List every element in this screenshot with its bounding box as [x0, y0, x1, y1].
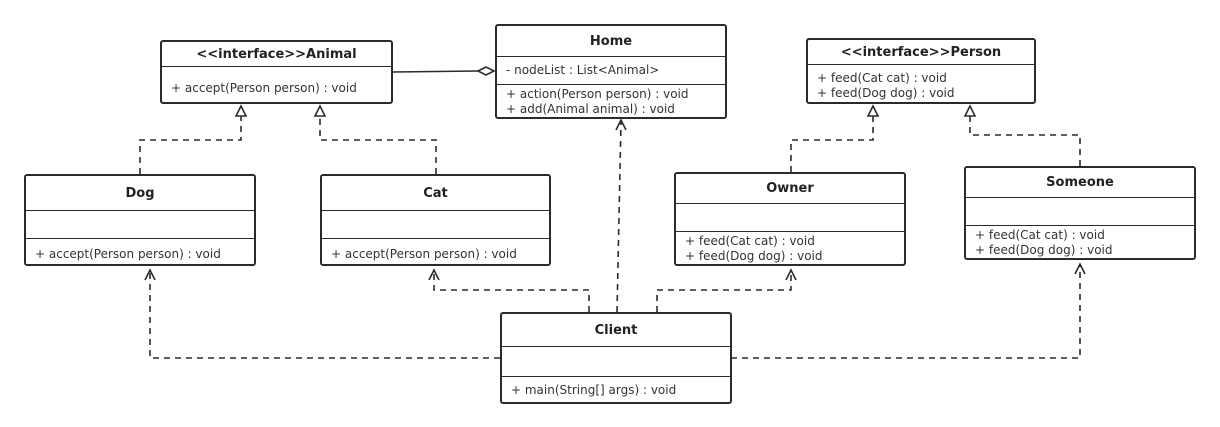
method: + add(Animal animal) : void: [506, 102, 675, 116]
dependency-client-dog: [149, 272, 500, 359]
realization-dog-animal: [139, 108, 242, 174]
methods-section: + accept(Person person) : void: [26, 238, 254, 264]
method: + accept(Person person) : void: [331, 247, 517, 261]
methods-section: + accept(Person person) : void: [162, 66, 391, 102]
aggregation-diamond: [476, 66, 496, 76]
fields-section: [322, 210, 549, 238]
method: + main(String[] args) : void: [511, 383, 677, 397]
dependency-client-home: [616, 121, 622, 313]
aggregation-home-animal: [392, 70, 479, 73]
methods-section: + main(String[] args) : void: [502, 376, 730, 402]
class-dog[interactable]: Dog + accept(Person person) : void: [24, 174, 256, 266]
method: + feed(Cat cat) : void: [975, 228, 1105, 242]
dependency-client-someone: [731, 266, 1081, 359]
dependency-head-dog: [144, 268, 156, 281]
realization-head-cat: [313, 104, 327, 117]
field: - nodeList : List<Animal>: [506, 63, 660, 77]
class-name: Dog: [125, 185, 155, 201]
dependency-client-cat: [433, 272, 590, 312]
methods-section: + feed(Cat cat) : void + feed(Dog dog) :…: [808, 64, 1034, 102]
methods-section: + feed(Cat cat) : void + feed(Dog dog) :…: [966, 225, 1194, 258]
methods-section: + accept(Person person) : void: [322, 238, 549, 264]
dependency-head-someone: [1074, 262, 1086, 275]
realization-head-owner: [866, 104, 880, 117]
methods-section: + action(Person person) : void + add(Ani…: [497, 84, 725, 117]
method: + feed(Cat cat) : void: [685, 234, 815, 248]
class-name: Cat: [423, 185, 448, 201]
method: + feed(Cat cat) : void: [817, 71, 947, 85]
class-name: <<interface>>Animal: [196, 46, 357, 62]
realization-head-dog: [234, 104, 248, 117]
class-name: <<interface>>Person: [840, 44, 1002, 60]
method: + feed(Dog dog) : void: [685, 249, 823, 263]
class-cat[interactable]: Cat + accept(Person person) : void: [320, 174, 551, 266]
fields-section: [676, 203, 904, 231]
realization-owner-person: [790, 108, 874, 172]
dependency-client-owner: [656, 272, 792, 312]
class-person[interactable]: <<interface>>Person + feed(Cat cat) : vo…: [806, 38, 1036, 104]
fields-section: [502, 346, 730, 376]
class-name: Client: [594, 322, 638, 338]
method: + accept(Person person) : void: [35, 247, 221, 261]
class-name: Someone: [1046, 175, 1114, 190]
class-client[interactable]: Client + main(String[] args) : void: [500, 312, 732, 404]
fields-section: - nodeList : List<Animal>: [497, 56, 725, 84]
realization-cat-animal: [319, 108, 437, 174]
dependency-head-home: [615, 118, 627, 131]
dependency-head-cat: [428, 268, 440, 281]
class-animal[interactable]: <<interface>>Animal + accept(Person pers…: [160, 40, 393, 104]
method: + feed(Dog dog) : void: [817, 86, 955, 100]
method: + action(Person person) : void: [506, 87, 689, 101]
methods-section: + feed(Cat cat) : void + feed(Dog dog) :…: [676, 231, 904, 264]
fields-section: [966, 197, 1194, 225]
method: + accept(Person person) : void: [171, 81, 357, 95]
fields-section: [26, 210, 254, 238]
class-home[interactable]: Home - nodeList : List<Animal> + action(…: [495, 24, 727, 119]
class-owner[interactable]: Owner + feed(Cat cat) : void + feed(Dog …: [674, 172, 906, 266]
class-name: Home: [589, 33, 633, 49]
realization-someone-person: [969, 108, 1081, 166]
class-name: Owner: [766, 181, 814, 196]
realization-head-someone: [963, 104, 977, 117]
method: + feed(Dog dog) : void: [975, 243, 1113, 257]
dependency-head-owner: [785, 268, 797, 281]
class-someone[interactable]: Someone + feed(Cat cat) : void + feed(Do…: [964, 166, 1196, 260]
